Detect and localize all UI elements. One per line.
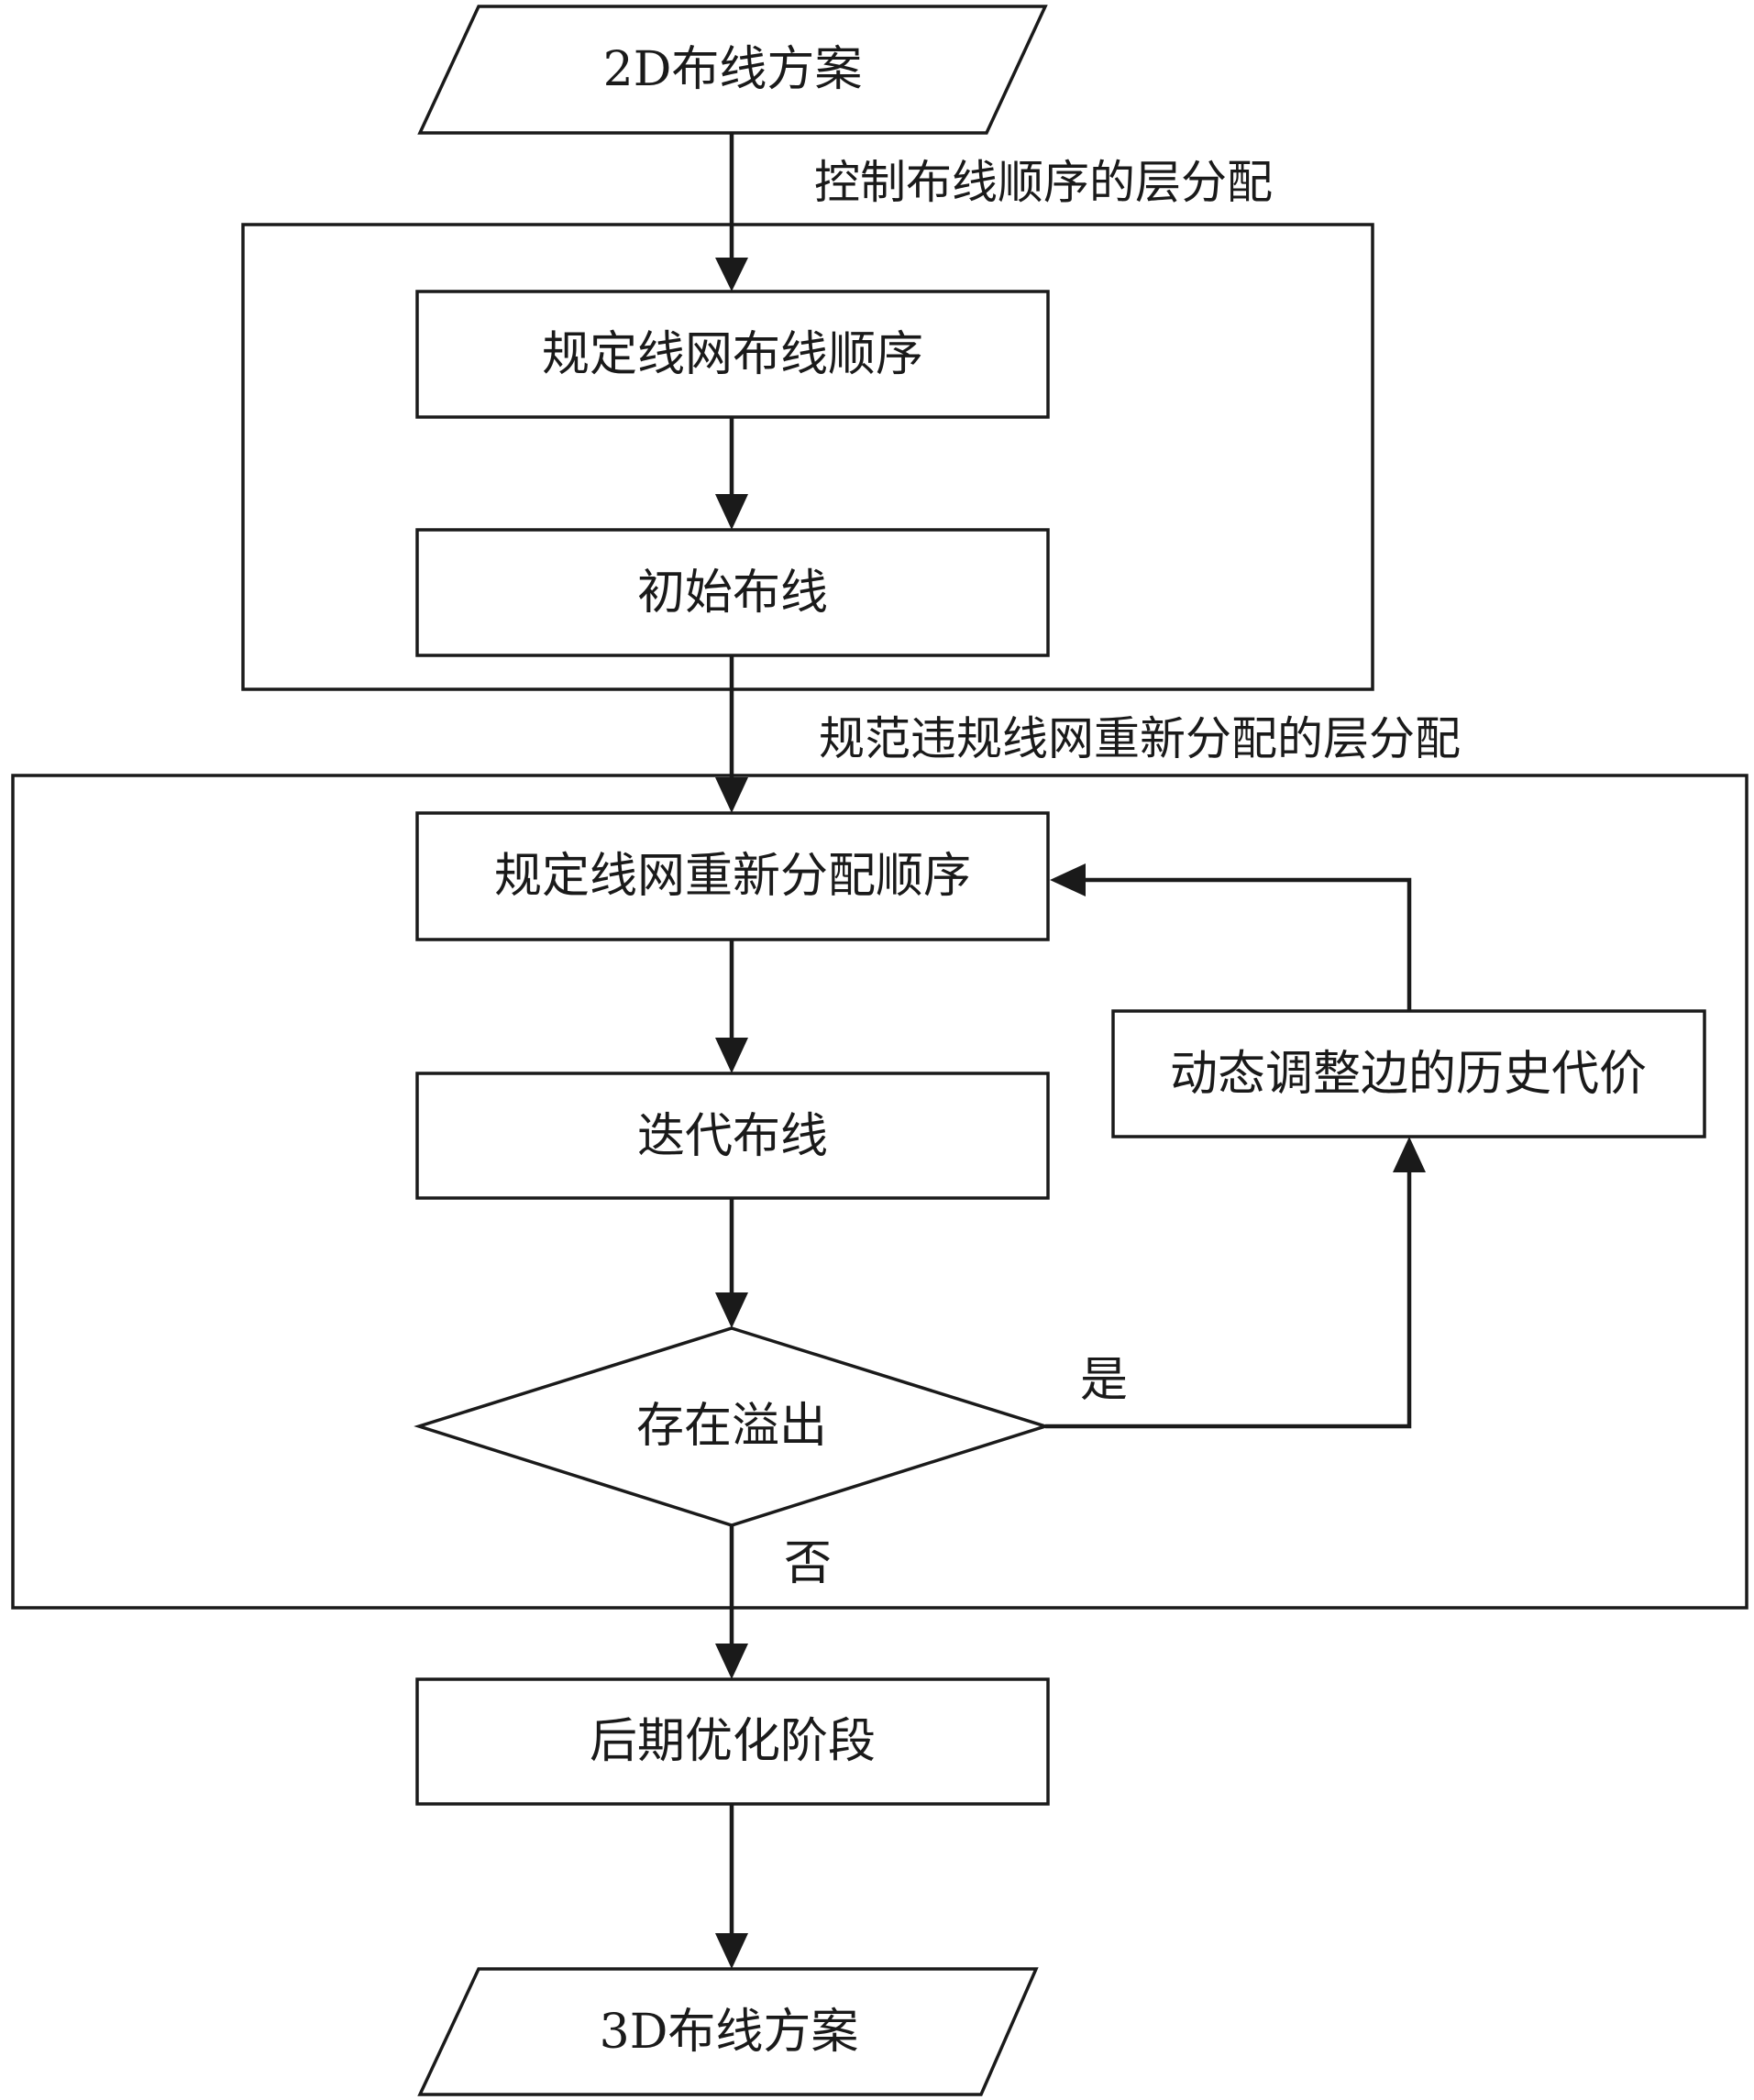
node-initial-routing-label: 初始布线 xyxy=(637,566,828,621)
node-history-cost: 动态调整边的历史代价 xyxy=(1111,1009,1706,1138)
group-label-layer-assign-order: 控制布线顺序的层分配 xyxy=(814,156,1273,209)
group-box-layer-assign-order xyxy=(241,223,1374,691)
node-iterative-routing: 迭代布线 xyxy=(415,1072,1050,1200)
node-history-cost-label: 动态调整边的历史代价 xyxy=(1170,1047,1647,1102)
node-output-label: 3D布线方案 xyxy=(600,2005,859,2060)
edge-initial-routing-to-redistribute-order xyxy=(715,655,748,813)
node-order-nets: 规定线网布线顺序 xyxy=(415,290,1050,419)
group-box-layer-assign-redistribute xyxy=(11,774,1748,1610)
edge-post-optimization-to-output xyxy=(715,1804,748,1969)
node-order-nets-label: 规定线网布线顺序 xyxy=(542,327,923,382)
edge-redistribute-order-to-iterative-routing xyxy=(715,940,748,1073)
edge-input-to-order-nets xyxy=(715,133,748,291)
node-input-label: 2D布线方案 xyxy=(603,42,863,97)
node-overflow-check: 存在溢出 xyxy=(414,1326,1051,1527)
edge-label-no: 否 xyxy=(784,1536,832,1591)
node-output: 3D布线方案 xyxy=(417,1967,1039,2096)
node-redistribute-order: 规定线网重新分配顺序 xyxy=(415,811,1050,941)
edge-history-cost-to-redistribute-order xyxy=(1050,863,1412,1011)
edge-order-nets-to-initial-routing xyxy=(715,417,748,530)
node-overflow-check-label: 存在溢出 xyxy=(636,1399,827,1454)
node-post-optimization: 后期优化阶段 xyxy=(415,1677,1050,1806)
edge-iterative-routing-to-overflow-check xyxy=(715,1198,748,1328)
node-post-optimization-label: 后期优化阶段 xyxy=(590,1714,876,1769)
edge-overflow-no-to-post-optimization xyxy=(715,1525,748,1679)
edge-label-yes: 是 xyxy=(1080,1353,1128,1408)
edge-overflow-yes-to-history-cost xyxy=(1045,1137,1426,1429)
node-redistribute-order-label: 规定线网重新分配顺序 xyxy=(494,849,971,904)
node-input: 2D布线方案 xyxy=(417,5,1048,135)
group-label-layer-assign-redistribute: 规范违规线网重新分配的层分配 xyxy=(819,712,1461,765)
node-initial-routing: 初始布线 xyxy=(415,528,1050,657)
node-iterative-routing-label: 迭代布线 xyxy=(637,1109,828,1164)
